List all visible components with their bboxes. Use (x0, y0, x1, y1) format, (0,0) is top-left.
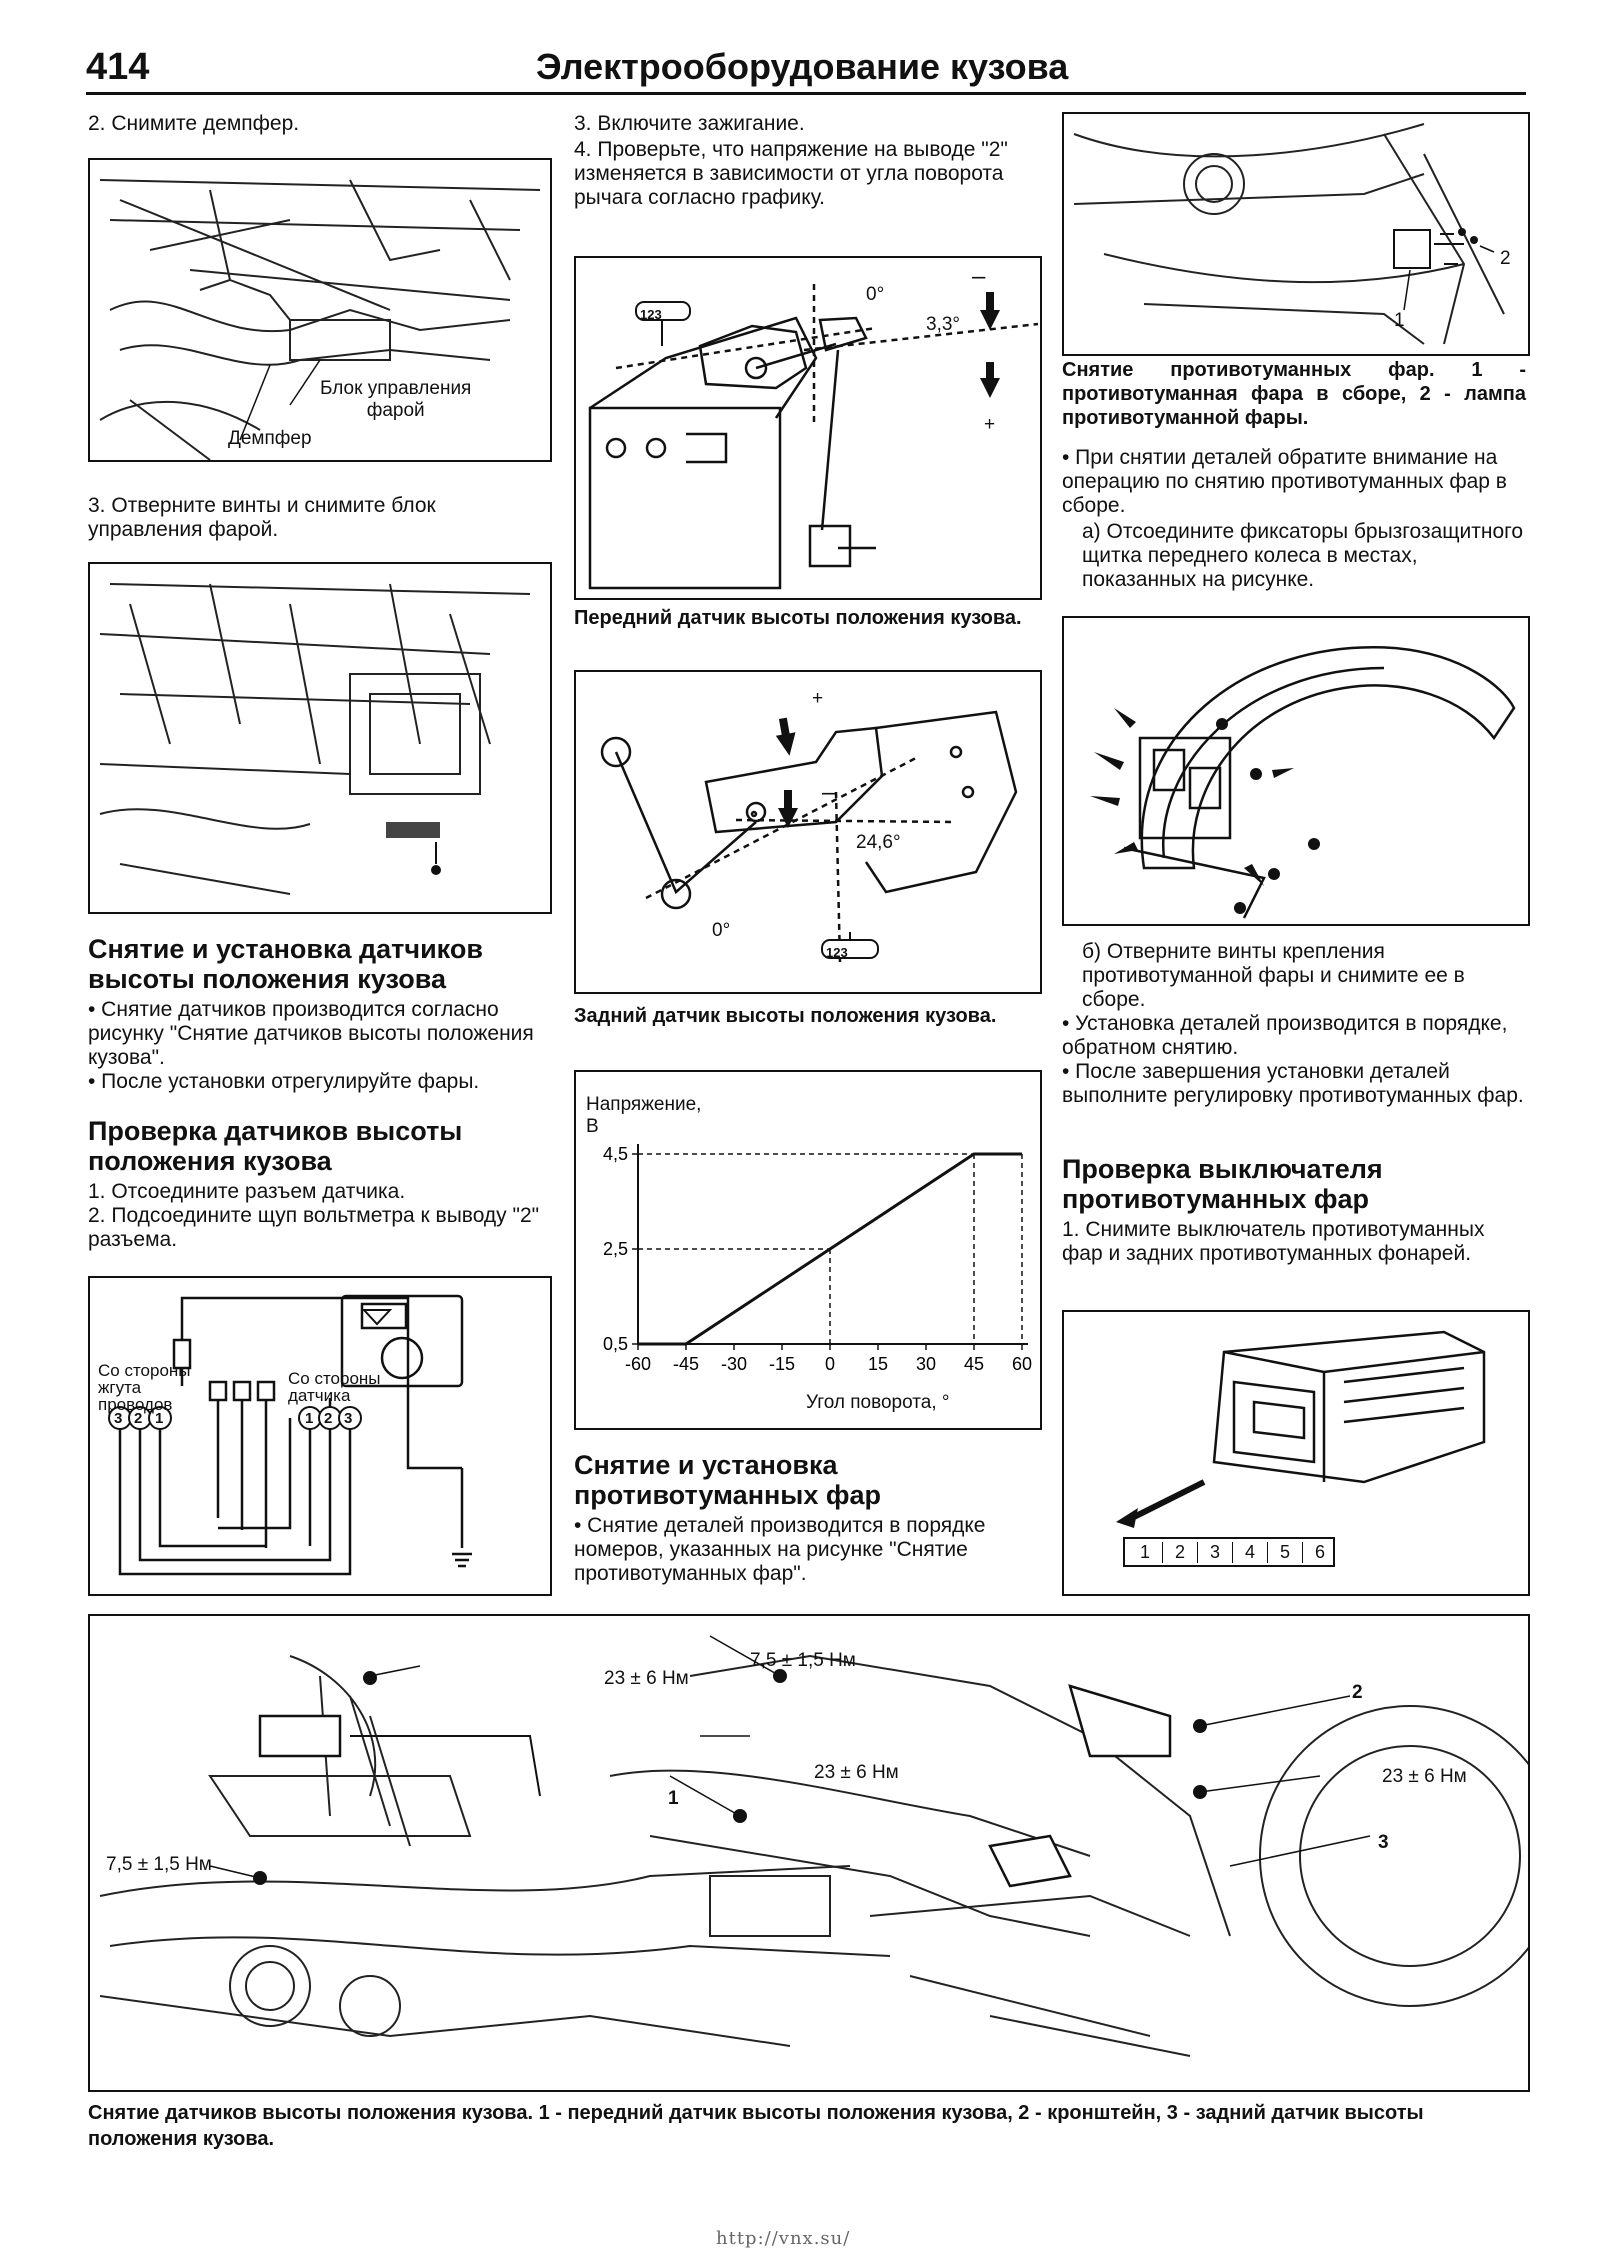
front-sensor-drawing (588, 284, 1039, 590)
fog-step-b: б) Отверните винты крепления противотума… (1082, 940, 1465, 1011)
rear-angle-24-6: 24,6° (856, 832, 901, 853)
switch-pin-row: 1 2 3 4 5 6 (1128, 1542, 1337, 1563)
switch-pin-3: 3 (1198, 1542, 1233, 1563)
rear-minus-sign: – (822, 779, 836, 806)
caption-height-sensors-removal: Снятие датчиков высоты положения кузова.… (88, 2102, 1424, 2150)
figure-front-sensor: 123 0° 3,3° – + (574, 256, 1042, 600)
torque-label-3: 7,5 ± 1,5 Нм (750, 1650, 856, 1671)
figure-fog-switch: 1 2 3 4 5 6 (1062, 1310, 1530, 1596)
fog-light-drawing (1073, 123, 1505, 345)
figure-damper: Блок управления фарой Демпфер (88, 158, 552, 462)
fog-label-2: 2 (1500, 248, 1511, 269)
chart-x-tick-label: 45 (964, 1354, 984, 1374)
figure-splash-shield (1062, 616, 1530, 926)
rear-angle-zero: 0° (712, 920, 731, 941)
splash-shield-drawing (1090, 646, 1516, 919)
chart-x-tick-label: 60 (1012, 1354, 1032, 1374)
chart-x-tick-label: 0 (825, 1354, 835, 1374)
torque-label-5: 23 ± 6 Нм (1382, 1766, 1467, 1787)
switch-pin-5: 5 (1268, 1542, 1303, 1563)
chart-x-tick-label: -60 (625, 1354, 651, 1374)
front-plus-sign: + (984, 414, 996, 435)
section1-bullet2: • После установки отрегулируйте фары. (88, 1070, 480, 1093)
front-minus-sign: – (972, 263, 986, 290)
figure-height-sensors-removal: 23 ± 6 Нм 7,5 ± 1,5 Нм 7,5 ± 1,5 Нм 23 ±… (88, 1614, 1530, 2092)
page-title: Электрооборудование кузова (536, 46, 1069, 87)
damper-drawing (99, 179, 541, 460)
figure-rear-sensor: 123 0° 24,6° + – (574, 670, 1042, 994)
fog-step-a: а) Отсоедините фиксаторы брызгозащитного… (1082, 520, 1524, 591)
fog-note-bullet1: • При снятии деталей обратите внимание н… (1062, 446, 1507, 517)
callout-2: 2 (1352, 1682, 1363, 1703)
section2-step1: 1. Отсоедините разъем датчика. (88, 1180, 406, 1203)
chart-x-tick-label: -45 (673, 1354, 699, 1374)
caption-rear-sensor: Задний датчик высоты положения кузова. (574, 1005, 997, 1027)
switch-pin-6: 6 (1314, 1542, 1325, 1562)
section2-step2: 2. Подсоедините щуп вольтметра к выводу … (88, 1204, 540, 1251)
suspension-drawing (99, 1635, 1528, 2057)
rear-sensor-drawing (600, 710, 1018, 963)
fog-label-1: 1 (1394, 310, 1405, 331)
col1-step3: 3. Отверните винты и снимите блок управл… (88, 494, 436, 541)
rear-connector-pins: 123 (826, 945, 848, 960)
col2-step4: 4. Проверьте, что напряжение на выводе "… (574, 138, 1008, 209)
pin-left-1: 1 (155, 1410, 164, 1427)
section-fog-lights-title: Снятие и установка противотуманных фар (574, 1450, 882, 1510)
label-harness-side: Со стороны жгута проводов (98, 1361, 191, 1414)
chart-xlabel: Угол поворота, ° (806, 1392, 950, 1413)
front-angle-zero: 0° (866, 284, 885, 305)
chart-plot: -60 -45 -30 -15 0 15 30 45 60 0,5 2,5 4,5 (603, 1144, 1032, 1374)
section-check-sensors-title: Проверка датчиков высоты положения кузов… (88, 1116, 463, 1176)
caption-front-sensor: Передний датчик высоты положения кузова. (574, 607, 1022, 629)
pin-right-3: 3 (344, 1410, 353, 1427)
pin-left-2: 2 (134, 1410, 143, 1427)
chart-x-tick-label: 30 (916, 1354, 936, 1374)
chart-voltage-vs-angle: Напряжение, В Угол поворота, ° -60 -45 -30… (574, 1070, 1042, 1430)
label-headlight-control-unit: Блок управления фарой (320, 378, 472, 421)
header-rule (86, 92, 1526, 95)
section-remove-install-sensors-title: Снятие и установка датчиков высоты полож… (88, 934, 483, 994)
chart-x-tick-label: 15 (868, 1354, 888, 1374)
section1-bullet1: • Снятие датчиков производится согласно … (88, 998, 534, 1069)
chart-series-line (638, 1152, 1022, 1346)
front-angle-3-3: 3,3° (926, 314, 961, 335)
section-fog-switch-check-title: Проверка выключателя противотуманных фар (1062, 1154, 1383, 1214)
chart-x-tick-label: -15 (769, 1354, 795, 1374)
voltmeter-wiring-drawing (108, 1294, 472, 1576)
figure-control-unit-removal (88, 562, 552, 914)
front-connector-pins: 123 (640, 307, 662, 322)
torque-label-1: 23 ± 6 Нм (604, 1668, 689, 1689)
chart-y-tick-label: 4,5 (603, 1144, 628, 1164)
control-unit-drawing (99, 583, 531, 895)
figure-voltmeter-connection: Со стороны жгута проводов Со стороны дат… (88, 1276, 552, 1596)
col2-step3: 3. Включите зажигание. (574, 112, 805, 135)
fog-install-note: • Установка деталей производится в поряд… (1062, 1012, 1508, 1059)
switch-pin-4: 4 (1233, 1542, 1268, 1563)
torque-label-4: 23 ± 6 Нм (814, 1762, 899, 1783)
fog-switch-drawing (1116, 1330, 1486, 1567)
page-number: 414 (86, 46, 150, 88)
pin-right-2: 2 (324, 1410, 333, 1427)
footer-url: http://vnx.su/ (716, 2228, 851, 2249)
switch-pin-2: 2 (1163, 1542, 1198, 1563)
label-sensor-side: Со стороны датчика (288, 1369, 381, 1405)
pin-left-3: 3 (114, 1410, 123, 1427)
fog-adjust-note: • После завершения установки деталей вып… (1062, 1060, 1524, 1107)
fog-section-bullet1: • Снятие деталей производится в порядке … (574, 1514, 986, 1585)
switch-pin-1: 1 (1128, 1542, 1163, 1563)
callout-1: 1 (668, 1788, 679, 1809)
label-damper: Демпфер (228, 428, 312, 449)
chart-y-tick-label: 2,5 (603, 1239, 628, 1259)
torque-label-2: 7,5 ± 1,5 Нм (106, 1854, 212, 1875)
col1-step2: 2. Снимите демпфер. (88, 112, 300, 135)
fog-switch-step1: 1. Снимите выключатель противотуманных ф… (1062, 1218, 1485, 1265)
chart-y-tick-label: 0,5 (603, 1334, 628, 1354)
chart-x-tick-label: -30 (721, 1354, 747, 1374)
rear-plus-sign: + (812, 688, 824, 709)
pin-right-1: 1 (305, 1410, 314, 1427)
chart-ylabel: Напряжение, В (586, 1094, 702, 1137)
caption-fog-light-removal: Снятие противотуманных фар. 1 - противот… (1062, 359, 1526, 429)
figure-fog-light-removal: 1 2 (1062, 112, 1530, 356)
callout-3: 3 (1378, 1832, 1389, 1853)
